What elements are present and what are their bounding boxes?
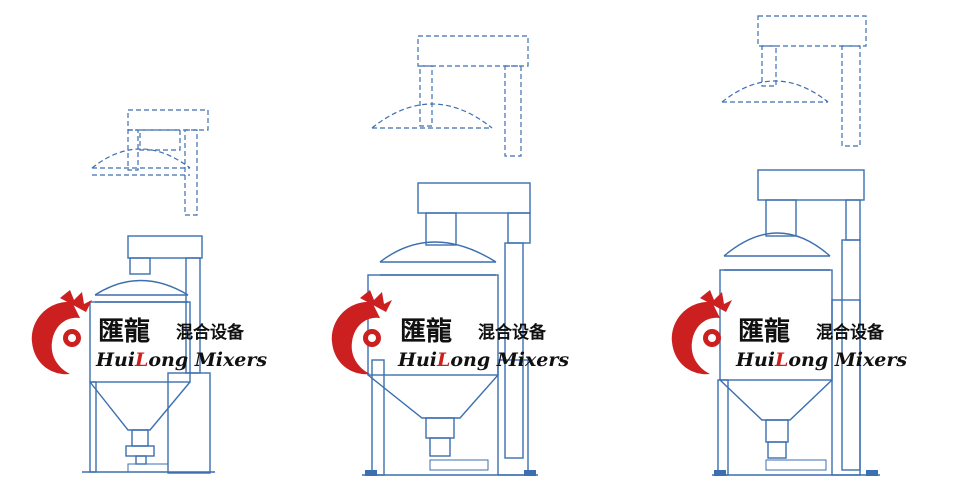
- brand-en: HuiLong Mixers: [397, 349, 569, 371]
- mixer-drawing-large: [712, 15, 880, 476]
- vessel-large: [712, 269, 880, 476]
- brand-en: HuiLong Mixers: [95, 349, 267, 371]
- brand-cn-sub: 混合设备: [816, 322, 885, 343]
- brand-cn-sub: 混合设备: [176, 322, 245, 343]
- vessel-medium: [362, 274, 538, 476]
- watermark-logo-2: 匯龍 混合设备 HuiLong Mixers: [331, 290, 569, 375]
- brand-cn-main: 匯龍: [738, 316, 790, 347]
- raised-lid-outline-small: [91, 109, 209, 216]
- mixer-drawing-medium: [362, 35, 538, 476]
- brand-cn-main: 匯龍: [400, 316, 452, 347]
- brand-cn-sub: 混合设备: [478, 322, 547, 343]
- raised-lid-outline-medium: [371, 35, 529, 157]
- raised-lid-outline-large: [721, 15, 867, 147]
- brand-en: HuiLong Mixers: [735, 349, 907, 371]
- mixer-drawing-small: [82, 109, 215, 474]
- watermark-logo-3: 匯龍 混合设备 HuiLong Mixers: [671, 290, 907, 375]
- dragon-emblem-icon: [31, 290, 92, 375]
- dragon-emblem-icon: [331, 290, 392, 375]
- watermark-logo-1: 匯龍 混合设备 HuiLong Mixers: [31, 290, 267, 375]
- dragon-emblem-icon: [671, 290, 732, 375]
- vessel-small: [82, 301, 215, 474]
- brand-cn-main: 匯龍: [98, 316, 150, 347]
